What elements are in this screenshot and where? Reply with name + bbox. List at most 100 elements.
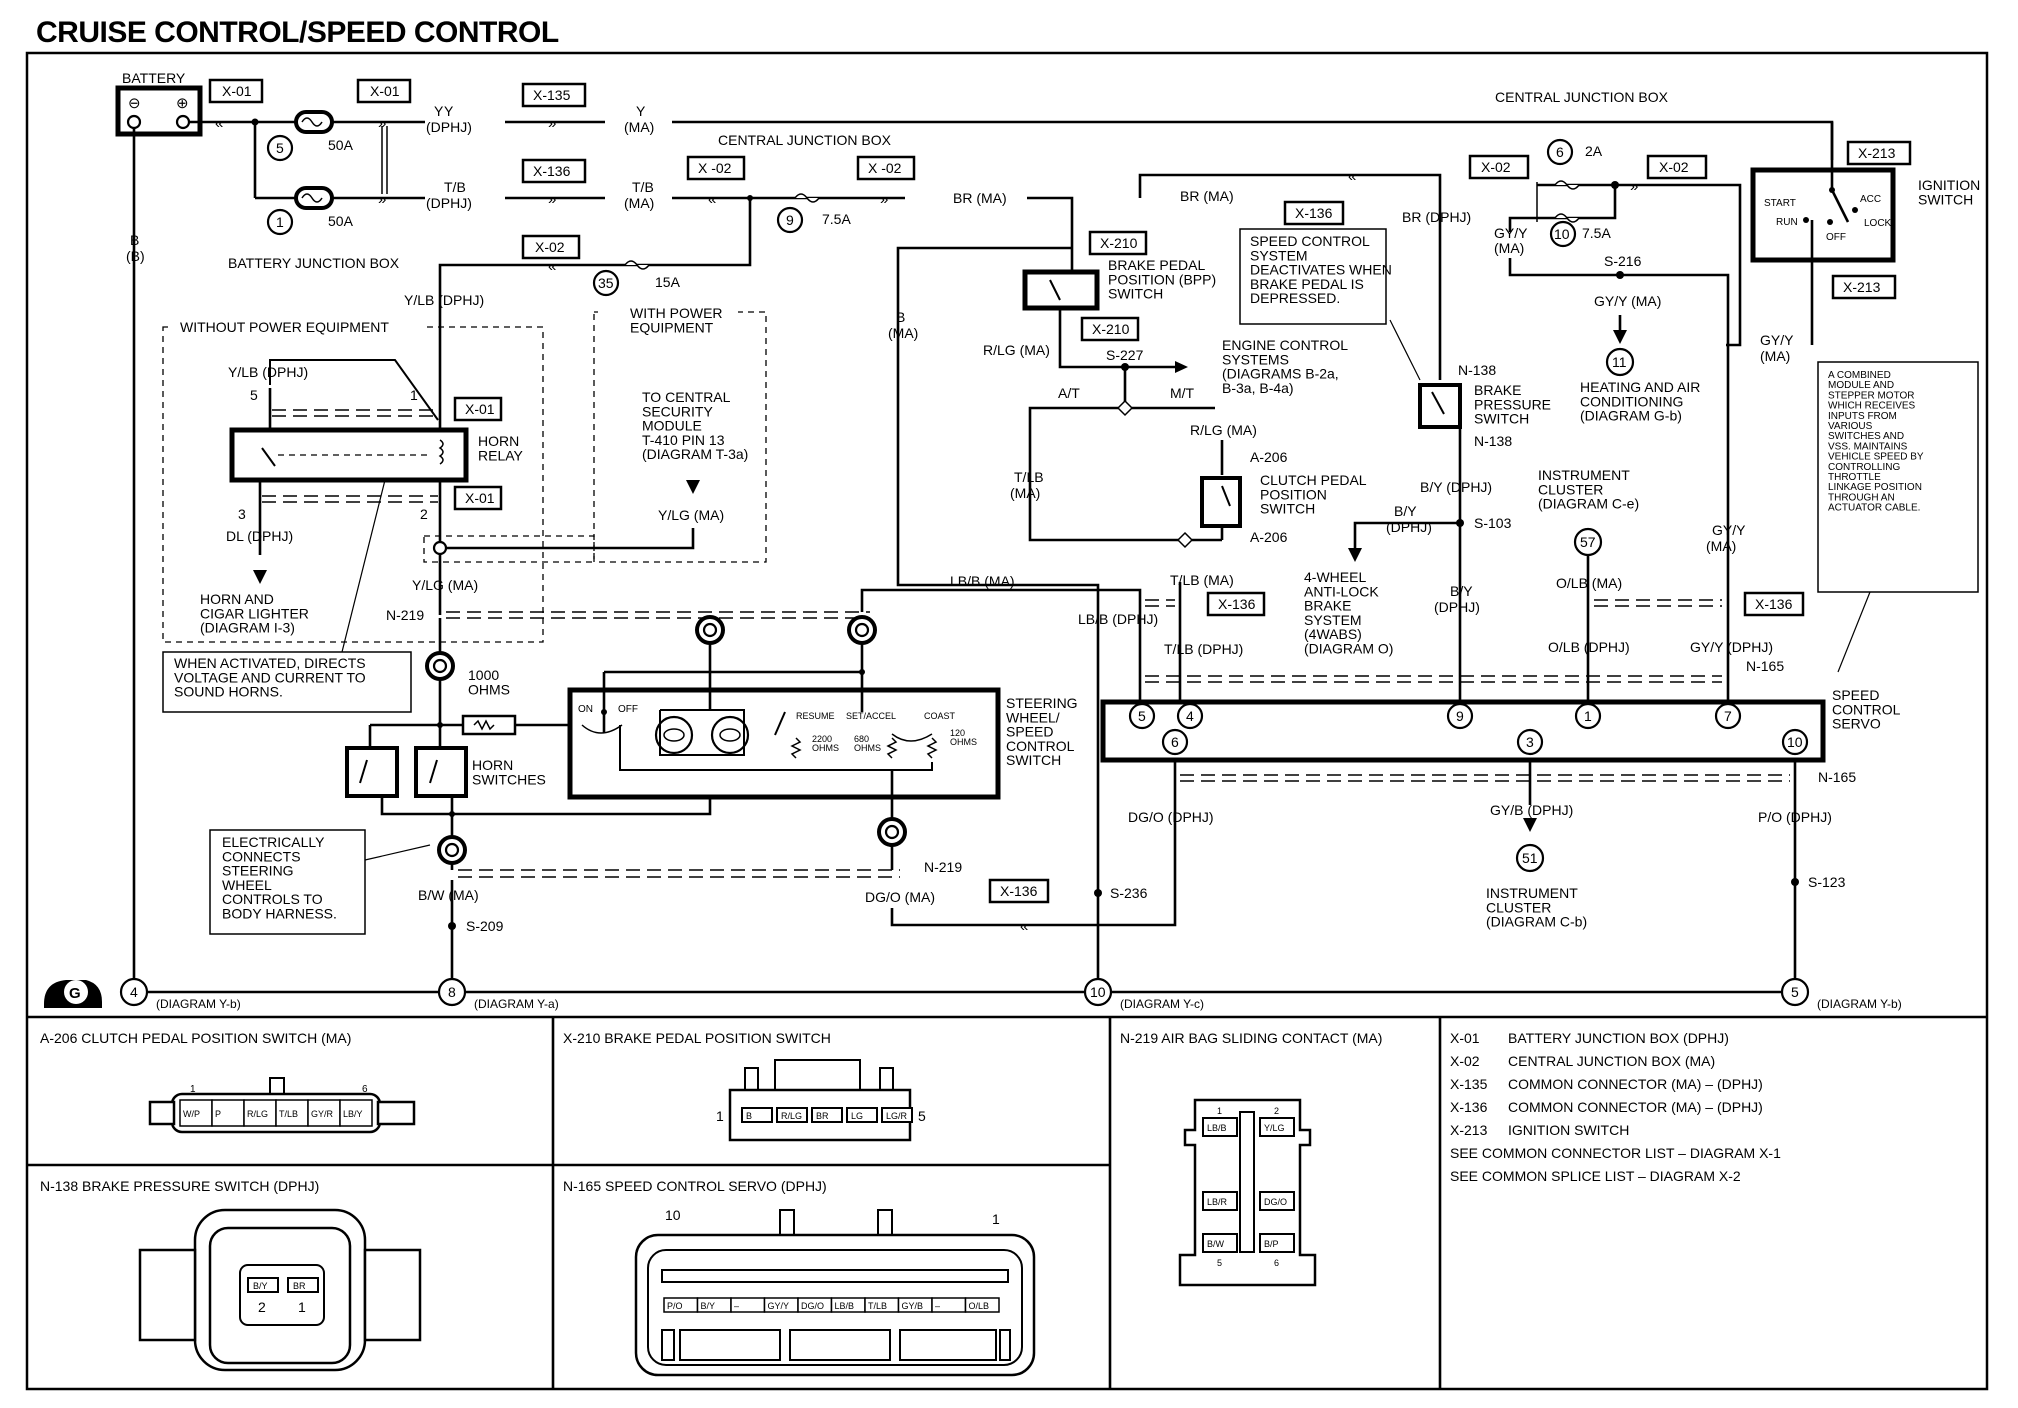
brake-pressure-switch: [1418, 383, 1462, 429]
svg-text:GY/Y: GY/Y: [1494, 225, 1528, 241]
fuse-5: 5 50A: [266, 110, 354, 162]
arrow-down-icon: [1348, 548, 1362, 562]
n165-pin-color: B/Y: [701, 1301, 716, 1311]
svg-text:S-123: S-123: [1808, 874, 1846, 890]
connector-x01-relay-bottom: [453, 485, 503, 511]
connector-arrow-icon: »: [378, 191, 386, 208]
connector-x135: [521, 82, 587, 108]
svg-text:X -02: X -02: [868, 160, 902, 176]
servo-pin: [1574, 702, 1602, 730]
n219-pin-cavity: [1259, 1191, 1295, 1211]
servo-pin: [1446, 702, 1474, 730]
svg-text:N-138: N-138: [1474, 433, 1512, 449]
fuse-9: [776, 206, 804, 234]
arrow-down-icon: [686, 480, 700, 494]
svg-text:(MA): (MA): [624, 195, 654, 211]
svg-text:(DPHJ): (DPHJ): [1434, 599, 1480, 615]
connector-arrow-icon: »: [548, 115, 556, 132]
a206-pin-cavity: [307, 1099, 341, 1127]
svg-text:X-02: X-02: [535, 239, 565, 255]
wire-label-y-dphj: Y: [444, 103, 454, 119]
svg-text:X-01: X-01: [465, 490, 495, 506]
svg-text:T/LB: T/LB: [1014, 469, 1044, 485]
connector-x213-bottom: [1831, 274, 1897, 300]
n165-pin-color: GY/Y: [768, 1301, 790, 1311]
svg-text:(MA): (MA): [624, 119, 654, 135]
svg-text:S-216: S-216: [1604, 253, 1642, 269]
svg-text:N-165: N-165: [1818, 769, 1856, 785]
x210-pin-cavity: [846, 1107, 878, 1123]
wire-label-b-paren: (B): [126, 248, 145, 264]
a206-pin-cavity: [243, 1099, 277, 1127]
legend-code: X-02: [1450, 1053, 1480, 1069]
x210-view-title: X-210 BRAKE PEDAL POSITION SWITCH: [563, 1030, 831, 1046]
ground-point-number: 8: [448, 984, 456, 1000]
connector-arrow-icon: «: [548, 258, 556, 275]
n165-pin-color: –: [734, 1301, 739, 1311]
n219-pin-number: 6: [1274, 1258, 1279, 1268]
svg-text:A-206: A-206: [1250, 529, 1288, 545]
svg-text:X-01: X-01: [370, 83, 400, 99]
svg-text:X-01: X-01: [465, 401, 495, 417]
svg-text:A-206: A-206: [1250, 449, 1288, 465]
connector-arrow-icon: «: [1348, 168, 1356, 185]
svg-text:X-02: X-02: [1659, 159, 1689, 175]
connector-x02-fuse6-right: [1646, 154, 1708, 180]
n165-pin-color: –: [935, 1301, 940, 1311]
with-power-equipment-region: [593, 311, 767, 563]
svg-text:10: 10: [665, 1207, 681, 1223]
a206-pin-color: R/LG: [247, 1109, 268, 1119]
servo-pin: [1714, 702, 1742, 730]
wire-label-dgo-ma: DG/O (MA): [865, 889, 935, 905]
diagram-frame: [25, 51, 1989, 1391]
svg-text:ON: ON: [578, 704, 593, 715]
fuse-35: [592, 269, 620, 297]
svg-text:N-138: N-138: [1458, 362, 1496, 378]
svg-text:X-210: X-210: [1092, 321, 1130, 337]
a206-pin-cavity: [211, 1099, 245, 1127]
svg-text:O/LB (MA): O/LB (MA): [1556, 575, 1622, 591]
svg-text:X-136: X-136: [1000, 883, 1038, 899]
connector-x01: [208, 78, 264, 104]
connector-x136-top: [1283, 200, 1345, 226]
svg-text:(DPHJ): (DPHJ): [426, 119, 472, 135]
n138-pin-color: B/Y: [253, 1281, 268, 1291]
svg-text:LOCK: LOCK: [1864, 218, 1892, 229]
connector-x136-servo-left: [1206, 591, 1266, 617]
svg-text:X-01: X-01: [222, 83, 252, 99]
central-junction-box-label: CENTRAL JUNCTION BOX: [1495, 89, 1669, 105]
svg-text:S-227: S-227: [1106, 347, 1144, 363]
n138-pin-number: 2: [258, 1299, 266, 1315]
wire-label-b: B: [130, 232, 139, 248]
fuse-10: [1549, 220, 1577, 248]
svg-text:(DPHJ): (DPHJ): [1386, 519, 1432, 535]
svg-text:P/O (DPHJ): P/O (DPHJ): [1758, 809, 1832, 825]
svg-text:2: 2: [420, 506, 428, 522]
connector-x213-top: [1846, 140, 1912, 166]
a206-pin-color: W/P: [183, 1109, 200, 1119]
svg-text:START: START: [1764, 198, 1796, 209]
svg-text:GY/B (DPHJ): GY/B (DPHJ): [1490, 802, 1573, 818]
clockspring-note: [209, 829, 366, 935]
a206-pin-cavity: [339, 1099, 373, 1127]
svg-text:R/LG (MA): R/LG (MA): [1190, 422, 1257, 438]
ground-point: [119, 977, 149, 1007]
ground-point: [1780, 977, 1810, 1007]
battery-junction-box-label: BATTERY JUNCTION BOX: [228, 255, 400, 271]
svg-text:51: 51: [1522, 850, 1538, 866]
ground-diagram-reference: (DIAGRAM Y-b): [156, 997, 241, 1011]
